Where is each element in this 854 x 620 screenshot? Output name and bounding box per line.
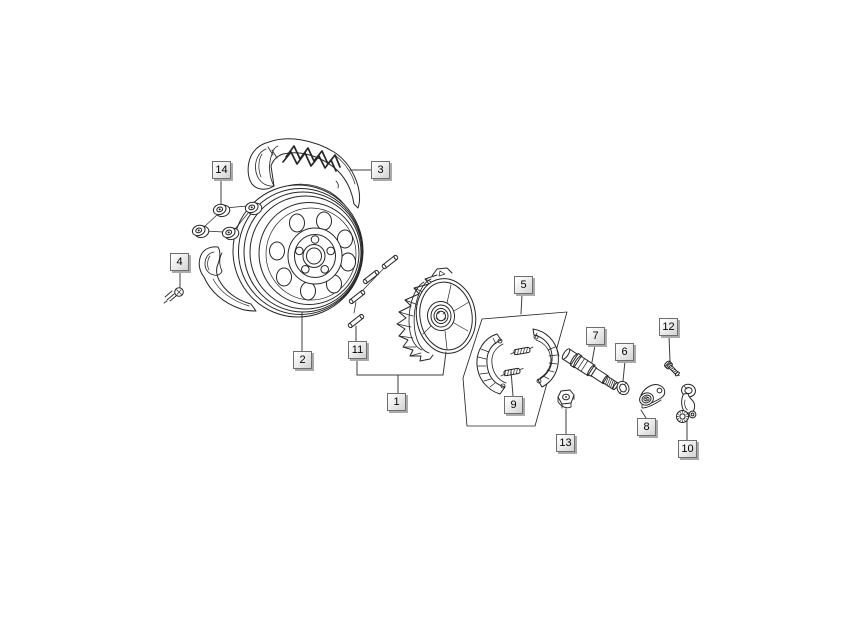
callout-1[interactable]: 1 (387, 393, 406, 411)
callout-7[interactable]: 7 (586, 327, 605, 345)
screw-drawing (163, 287, 184, 304)
brake-drum-drawing (396, 267, 477, 362)
leader-line-12 (668, 335, 671, 362)
callout-11[interactable]: 11 (348, 341, 367, 359)
callout-2[interactable]: 2 (293, 351, 312, 369)
brake-cam-lever-drawing (639, 384, 666, 409)
callout-8[interactable]: 8 (637, 418, 656, 436)
leader-lines (179, 169, 688, 441)
wheel-nuts-drawing (191, 201, 263, 241)
callout-14[interactable]: 14 (212, 161, 231, 179)
leader-line-5 (520, 293, 523, 315)
washer-drawing (616, 380, 630, 396)
brake-arm-drawing (676, 383, 697, 423)
callout-4[interactable]: 4 (170, 253, 189, 271)
callout-6[interactable]: 6 (615, 343, 634, 361)
callout-13[interactable]: 13 (556, 434, 575, 452)
callout-9[interactable]: 9 (504, 396, 523, 414)
axle-drawing (561, 348, 619, 391)
axle-nut-drawing (557, 389, 575, 409)
leader-line-9 (510, 370, 514, 397)
tire-lower-half-drawing (198, 246, 257, 312)
adjuster-bolt-drawing (664, 360, 680, 377)
callout-10[interactable]: 10 (678, 440, 697, 458)
leader-line-6 (622, 360, 626, 382)
wheel-studs-drawing (347, 254, 399, 329)
tire-upper-half-drawing (247, 138, 360, 211)
brake-springs-drawing (510, 346, 534, 356)
callout-3[interactable]: 3 (371, 161, 390, 179)
callout-5[interactable]: 5 (514, 276, 533, 294)
leader-line-7 (591, 344, 596, 363)
leader-line-8 (640, 409, 647, 419)
wheel-rim-drawing (232, 184, 364, 318)
brake-shoes-kit-drawing (462, 311, 568, 427)
callout-12[interactable]: 12 (659, 318, 678, 336)
leader-line-1 (442, 351, 447, 376)
